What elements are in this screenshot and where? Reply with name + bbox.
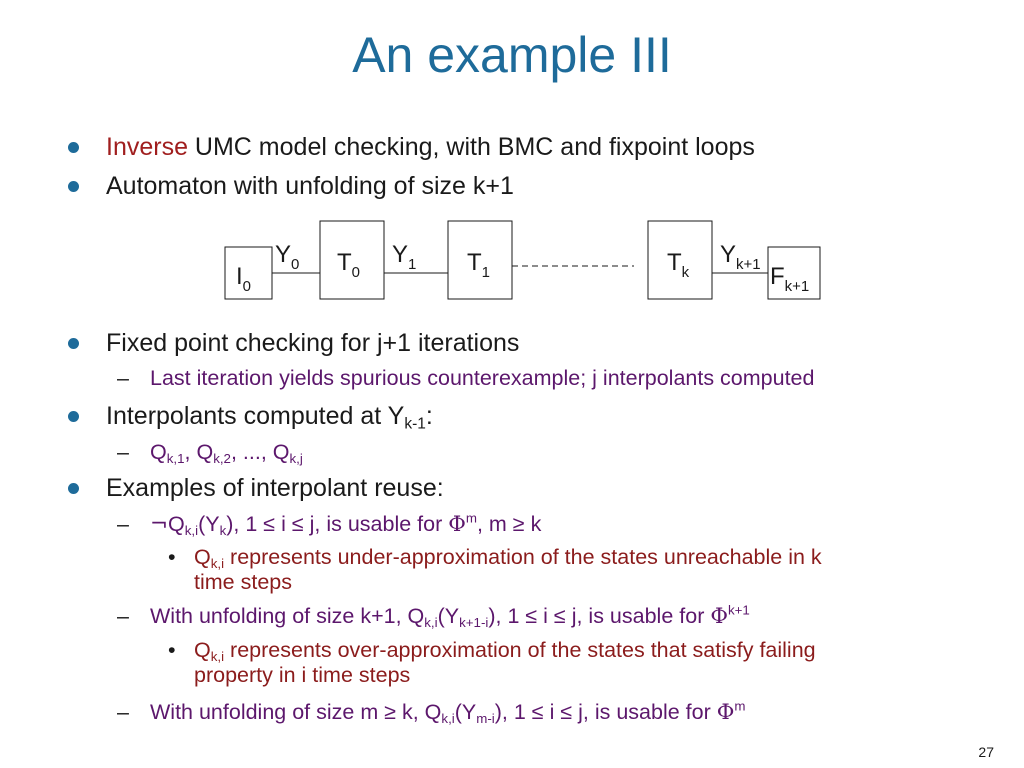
bullet-inverse-umc: Inverse UMC model checking, with BMC and… (68, 133, 755, 162)
bullet-fixed-point: Fixed point checking for j+1 iterations (68, 329, 520, 358)
box-t1 (447, 220, 513, 300)
bullet-text: UMC model checking, with BMC and fixpoin… (187, 133, 755, 161)
label-t1: T1 (467, 249, 490, 281)
bullet-text: Examples of interpolant reuse: (106, 474, 444, 502)
bullet-text: Fixed point checking for j+1 iterations (106, 329, 520, 357)
sub-unfold-k1: – With unfolding of size k+1, Qk,i(Yk+1-… (117, 602, 750, 630)
label-t0: T0 (337, 249, 360, 281)
sub-q-list: – Qk,1, Qk,2, ..., Qk,j (117, 440, 303, 466)
dash-marker: – (117, 700, 129, 724)
box-t0 (319, 220, 385, 300)
slide-title: An example III (352, 27, 672, 83)
bullet-dot-icon (68, 411, 79, 422)
bullet-examples: Examples of interpolant reuse: (68, 474, 444, 503)
label-tk: Tk (667, 249, 690, 281)
bullet-dot-icon (68, 338, 79, 349)
subsub-under-approx: • Qk,i represents under-approximation of… (168, 545, 822, 594)
bullet-interpolants: Interpolants computed at Yk-1: (68, 402, 433, 433)
bullet-text: Automaton with unfolding of size k+1 (106, 172, 514, 200)
bullet-dot-icon (68, 142, 79, 153)
sub-unfold-m: – With unfolding of size m ≥ k, Qk,i(Ym-… (117, 698, 746, 726)
highlight-inverse: Inverse (106, 133, 188, 161)
bullet-dot-icon (68, 181, 79, 192)
dash-marker: – (117, 512, 129, 536)
page-number: 27 (978, 744, 994, 760)
sub-negated-q: – ¬Qk,i(Yk), 1 ≤ i ≤ j, is usable for Φm… (117, 510, 542, 538)
bullet-dot-icon (68, 483, 79, 494)
label-y1: Y1 (392, 241, 416, 273)
unfolding-diagram: I0 T0 T1 Tk Fk+1 Y0 Y1 Yk+1 (224, 220, 821, 300)
label-yk1: Yk+1 (720, 241, 761, 273)
dash-marker: – (117, 440, 129, 464)
subscript: k-1 (404, 415, 426, 433)
label-i0: I0 (236, 263, 251, 295)
sub-text: Last iteration yields spurious counterex… (150, 366, 815, 390)
dash-marker: – (117, 366, 129, 390)
box-i0 (224, 246, 273, 300)
label-y0: Y0 (275, 241, 299, 273)
box-tk (647, 220, 713, 300)
box-fk1 (767, 246, 821, 300)
subsub-over-approx: • Qk,i represents over-approximation of … (168, 638, 816, 687)
bullet-tail: : (425, 402, 433, 430)
bullet-marker: • (168, 545, 176, 569)
dash-marker: – (117, 604, 129, 628)
bullet-automaton: Automaton with unfolding of size k+1 (68, 172, 514, 201)
bullet-marker: • (168, 638, 176, 662)
bullet-text: Interpolants computed at Y (106, 402, 405, 430)
sub-last-iteration: – Last iteration yields spurious counter… (117, 366, 815, 391)
label-fk1: Fk+1 (770, 263, 809, 295)
